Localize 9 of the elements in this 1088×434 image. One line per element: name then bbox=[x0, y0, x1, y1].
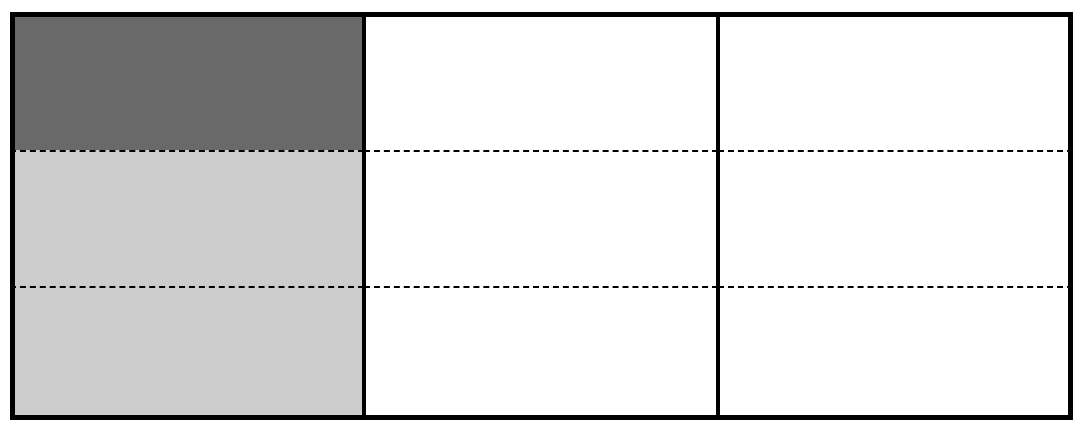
table-cell bbox=[718, 286, 1073, 420]
table-cell bbox=[718, 150, 1073, 286]
shaded-cell bbox=[10, 12, 364, 150]
table-cell bbox=[364, 12, 718, 150]
shaded-cell bbox=[10, 286, 364, 420]
shaded-cell bbox=[10, 150, 364, 286]
table-cell bbox=[364, 286, 718, 420]
table-cell bbox=[718, 12, 1073, 150]
table-cell bbox=[364, 150, 718, 286]
